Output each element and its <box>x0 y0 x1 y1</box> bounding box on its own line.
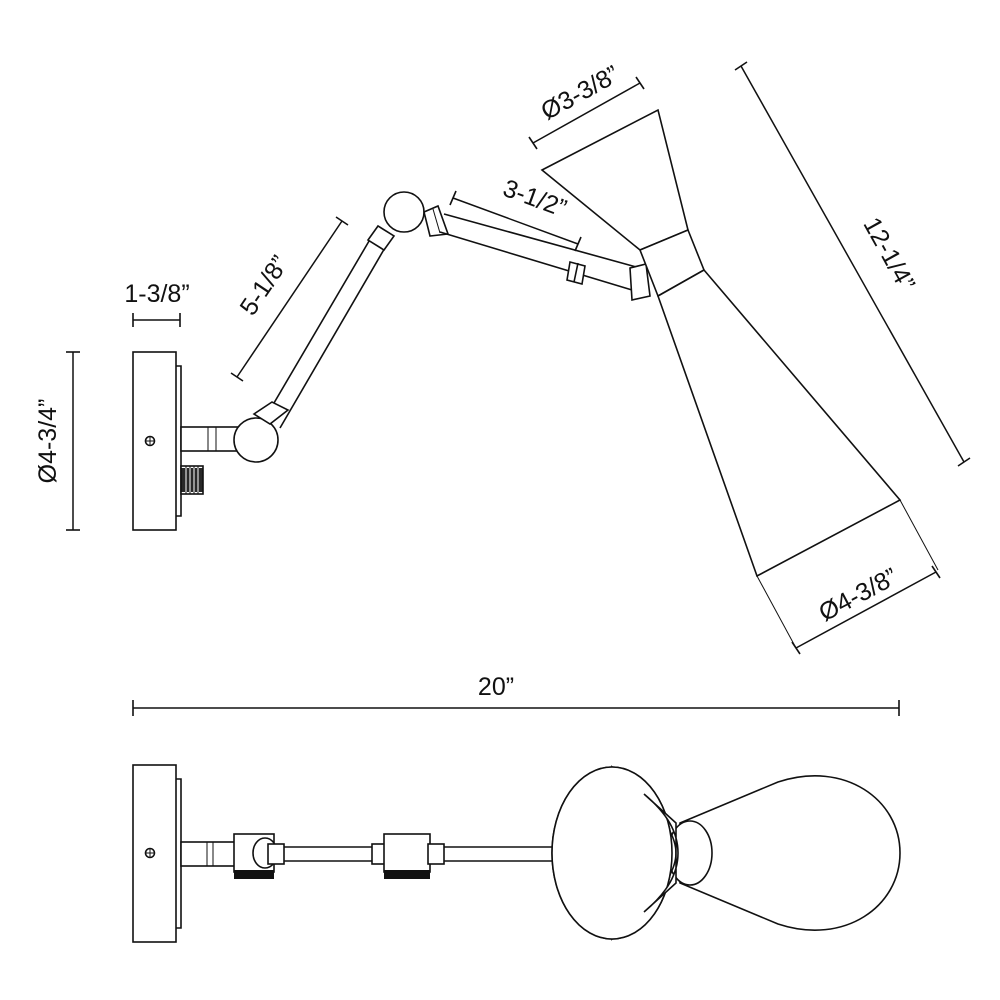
dim-overall-extension <box>132 700 900 716</box>
label-lower-arm: 5-1/8” <box>235 251 295 321</box>
top-shade <box>551 765 901 941</box>
dim-backplate-depth <box>132 313 181 327</box>
screw-icon <box>144 435 156 447</box>
label-shade-bottom: Ø4-3/8” <box>814 563 902 628</box>
side-upper-joint <box>383 191 450 237</box>
top-lower-joint <box>180 833 285 879</box>
dim-upper-arm <box>449 190 582 252</box>
side-backplate <box>132 351 182 531</box>
dim-backplate-diameter <box>66 351 80 531</box>
side-lower-joint <box>180 417 279 463</box>
side-shade <box>540 108 902 578</box>
dim-shade-top <box>528 76 645 150</box>
side-view <box>132 108 902 578</box>
top-backplate <box>132 764 182 943</box>
screw-icon <box>144 847 156 859</box>
switch-knob <box>180 465 204 495</box>
top-view <box>132 764 901 943</box>
dim-fixture-height <box>734 61 971 467</box>
dim-shade-bottom <box>756 499 941 655</box>
label-overall-extension: 20” <box>478 673 514 701</box>
label-backplate-depth: 1-3/8” <box>124 280 189 308</box>
top-arm <box>284 833 555 879</box>
side-upper-arm <box>439 213 651 301</box>
label-fixture-height: 12-1/4” <box>858 213 921 296</box>
dim-lower-arm <box>230 216 349 382</box>
dimension-lines <box>66 61 971 716</box>
label-backplate-diameter: Ø4-3/4” <box>34 399 62 484</box>
side-lower-arm <box>252 224 396 429</box>
